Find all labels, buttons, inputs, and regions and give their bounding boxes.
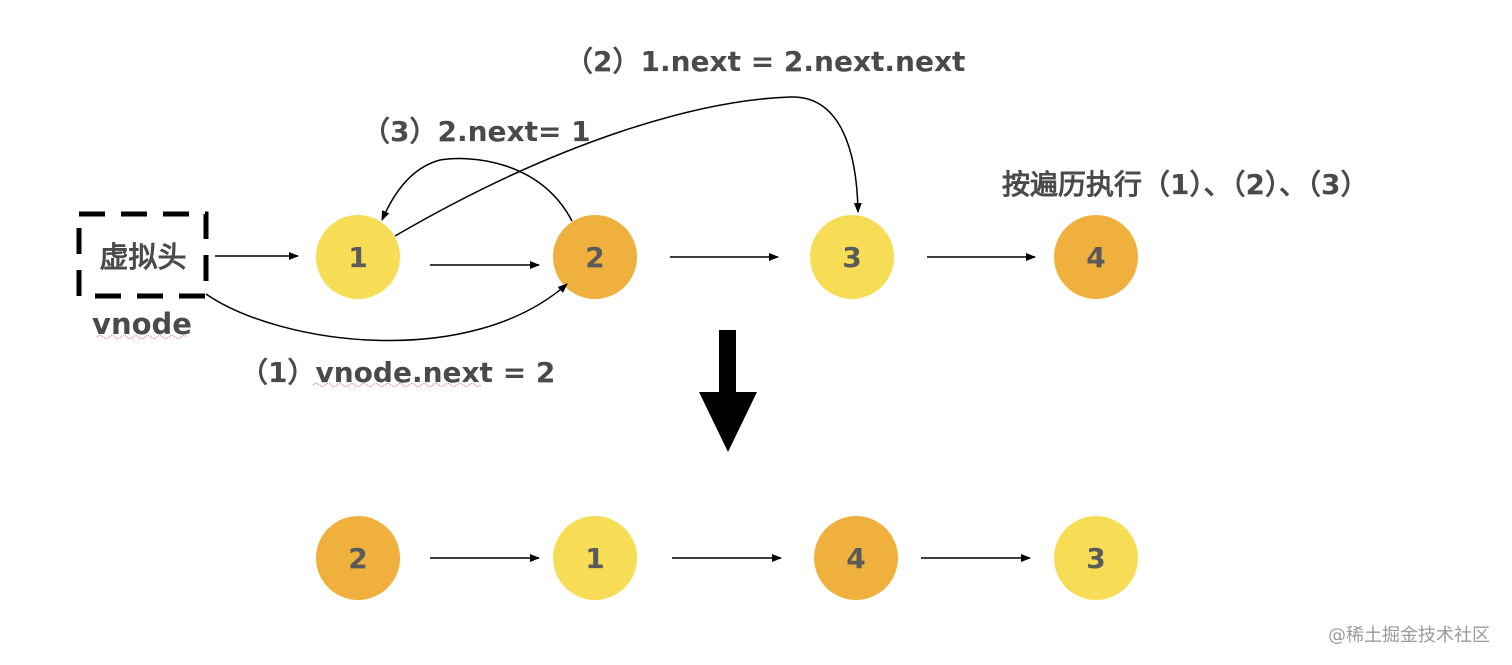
before-node-3-label: 3 [842, 241, 861, 274]
virtual-head-label: 虚拟头 [99, 240, 186, 274]
after-node-3-label: 4 [846, 542, 865, 575]
spellcheck-underline-step1 [312, 383, 482, 387]
before-node-2-label: 2 [585, 241, 604, 274]
step3-label: （3）2.next= 1 [362, 115, 591, 148]
after-node-1 [316, 516, 400, 600]
order-note: 按遍历执行（1）、（2）、（3） [1002, 168, 1368, 201]
curve-step3-2-to-1 [381, 157, 573, 222]
spellcheck-underline-vnode [96, 335, 188, 339]
after-node-2 [553, 516, 637, 600]
before-node-3 [810, 215, 894, 299]
step1-label: （1）vnode.next = 2 [240, 356, 555, 389]
after-node-1-label: 2 [348, 542, 367, 575]
before-node-1 [316, 215, 400, 299]
step2-label: （2）1.next = 2.next.next [565, 45, 965, 78]
before-node-2 [553, 215, 637, 299]
before-node-4-label: 4 [1086, 241, 1105, 274]
after-node-2-label: 1 [585, 542, 604, 575]
after-node-4 [1054, 516, 1138, 600]
before-node-1-label: 1 [348, 241, 367, 274]
virtual-head-sublabel: vnode [92, 307, 192, 341]
virtual-head-box [76, 211, 209, 299]
after-node-3 [814, 516, 898, 600]
watermark: @稀土掘金技术社区 [1328, 625, 1490, 646]
curve-step1-head-to-2 [205, 283, 568, 342]
after-node-4-label: 3 [1086, 542, 1105, 575]
transform-down-arrow-icon [699, 330, 757, 452]
before-node-4 [1054, 215, 1138, 299]
